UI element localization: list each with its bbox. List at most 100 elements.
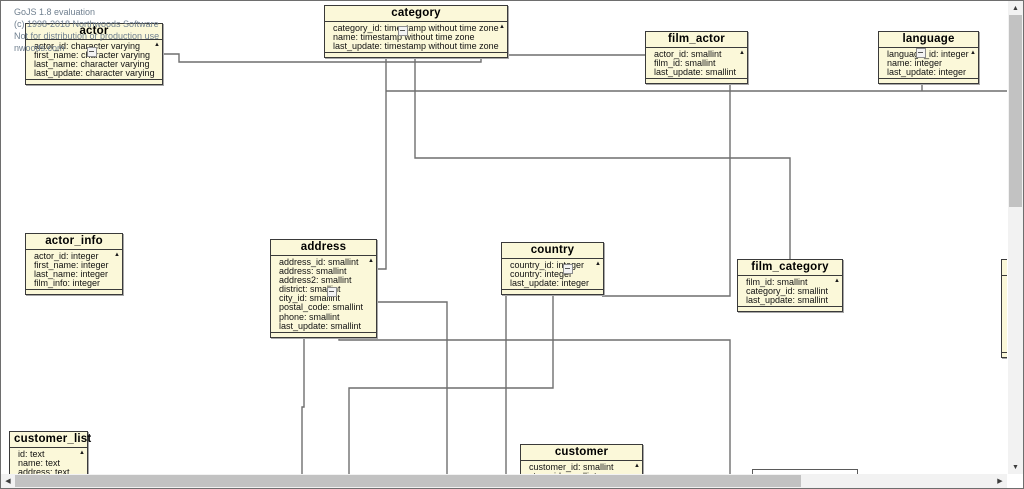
table-footer-strip bbox=[646, 78, 747, 83]
field-row: last_update: smallint bbox=[279, 320, 362, 331]
field-row: last_name: character varying bbox=[34, 59, 150, 70]
scroll-down-arrow-icon[interactable]: ▼ bbox=[1012, 463, 1019, 471]
table-name: n bbox=[1002, 260, 1007, 276]
field-list-scroll-up-icon[interactable]: ▲ bbox=[499, 24, 505, 30]
field-row: address2: smallint bbox=[279, 275, 352, 286]
table-field-list: ▲ customer_id: smallintstore_id: smallin… bbox=[521, 461, 642, 474]
er-table-customer[interactable]: customer ▲ customer_id: smallintstore_id… bbox=[520, 444, 643, 474]
scroll-left-arrow-icon[interactable]: ◀ bbox=[5, 477, 11, 485]
table-name: customer bbox=[521, 445, 642, 461]
scroll-up-arrow-icon[interactable]: ▲ bbox=[1012, 4, 1019, 12]
field-row: last_update: smallint bbox=[746, 295, 829, 306]
field-row: customer_id: smallint bbox=[529, 462, 614, 472]
field-list-scroll-up-icon[interactable]: ▲ bbox=[79, 450, 85, 456]
row-expander-icon[interactable] bbox=[87, 47, 97, 57]
table-field-list: ▲ category_id: timestamp without time zo… bbox=[325, 22, 507, 52]
vertical-scrollbar-thumb[interactable] bbox=[1009, 15, 1022, 207]
watermark-line: nwoods.com bbox=[14, 43, 65, 53]
field-row: name: timestamp without time zone bbox=[333, 32, 475, 43]
field-row: last_update: smallint bbox=[654, 67, 737, 78]
field-row: actor_id: smallint bbox=[654, 49, 722, 59]
watermark-line: (c) 1998-2018 Northwoods Software bbox=[14, 19, 159, 29]
field-row: name: text bbox=[18, 458, 61, 469]
vertical-scrollbar[interactable]: ▲ ▼ bbox=[1008, 1, 1023, 474]
table-name: country bbox=[502, 243, 603, 259]
er-table-category[interactable]: category ▲ category_id: timestamp withou… bbox=[324, 5, 508, 59]
field-list-scroll-up-icon[interactable]: ▲ bbox=[154, 42, 160, 48]
field-row: name: integer bbox=[887, 58, 943, 69]
scroll-right-arrow-icon[interactable]: ▶ bbox=[997, 477, 1003, 485]
field-row: address: smallint bbox=[279, 266, 347, 277]
field-list-scroll-up-icon[interactable]: ▲ bbox=[114, 252, 120, 258]
field-row: actor_id: character varying bbox=[34, 41, 141, 51]
row-expander-icon[interactable] bbox=[563, 264, 573, 274]
field-row: last_update: integer bbox=[887, 67, 967, 78]
table-field-list: ▲ bbox=[1002, 276, 1007, 352]
table-footer-strip bbox=[325, 52, 507, 57]
link-actor-film_actor[interactable] bbox=[161, 53, 645, 63]
link-address-right-down[interactable] bbox=[375, 301, 448, 474]
field-row: last_update: timestamp without time zone bbox=[333, 41, 499, 52]
row-expander-icon[interactable] bbox=[916, 48, 926, 58]
table-footer-strip bbox=[271, 331, 376, 337]
partial-table-node[interactable] bbox=[752, 469, 858, 474]
link-address-bottom-left-down[interactable] bbox=[301, 333, 305, 474]
table-footer-strip bbox=[26, 289, 122, 294]
table-footer-strip bbox=[738, 306, 842, 311]
field-row: film_info: integer bbox=[34, 278, 101, 289]
table-footer-strip bbox=[1002, 351, 1007, 357]
field-row: language_id: integer bbox=[887, 49, 969, 59]
table-footer-strip bbox=[502, 289, 603, 294]
field-list-scroll-up-icon[interactable]: ▲ bbox=[834, 278, 840, 284]
field-row: last_update: integer bbox=[510, 278, 590, 289]
row-expander-icon[interactable] bbox=[398, 26, 408, 36]
horizontal-scrollbar[interactable]: ◀ ▶ bbox=[1, 474, 1007, 488]
field-list-scroll-up-icon[interactable]: ▲ bbox=[634, 463, 640, 469]
table-name: category bbox=[325, 6, 507, 22]
field-list-scroll-up-icon[interactable]: ▲ bbox=[368, 258, 374, 264]
table-footer-strip bbox=[26, 79, 162, 84]
table-name: language bbox=[879, 32, 978, 48]
field-list-scroll-up-icon[interactable]: ▲ bbox=[739, 50, 745, 56]
field-list-scroll-up-icon[interactable]: ▲ bbox=[970, 50, 976, 56]
field-row: country: integer bbox=[510, 269, 573, 280]
link-category-address[interactable] bbox=[375, 58, 387, 270]
link-film_actor-country[interactable] bbox=[602, 79, 731, 297]
field-row: actor_id: integer bbox=[34, 251, 99, 261]
field-row: store_id: smallint bbox=[529, 471, 630, 474]
field-row: country_id: integer bbox=[510, 260, 585, 270]
field-row: last_update: character varying bbox=[34, 68, 155, 79]
field-row: first_name: integer bbox=[34, 260, 109, 271]
link-country-left-down[interactable] bbox=[348, 296, 554, 474]
field-row: last_name: integer bbox=[34, 269, 109, 280]
horizontal-scrollbar-thumb[interactable] bbox=[15, 475, 801, 487]
watermark-line: GoJS 1.8 evaluation bbox=[14, 7, 96, 17]
link-category-film_category[interactable] bbox=[414, 58, 791, 259]
field-row: phone: smallint bbox=[279, 311, 340, 322]
table-name: customer_list bbox=[10, 432, 91, 448]
field-row: address_id: smallint bbox=[279, 257, 359, 267]
table-name: film_actor bbox=[646, 32, 747, 48]
row-expander-icon[interactable] bbox=[327, 287, 337, 297]
field-row: district: smallint bbox=[279, 284, 341, 295]
field-row: category_id: smallint bbox=[746, 286, 829, 297]
field-row: postal_code: smallint bbox=[279, 302, 364, 313]
field-row: city_id: smallint bbox=[279, 293, 341, 304]
er-table-n[interactable]: n ▲ bbox=[1001, 259, 1007, 358]
field-row: category_id: timestamp without time zone bbox=[333, 23, 499, 33]
field-list-scroll-up-icon[interactable]: ▲ bbox=[595, 261, 601, 267]
